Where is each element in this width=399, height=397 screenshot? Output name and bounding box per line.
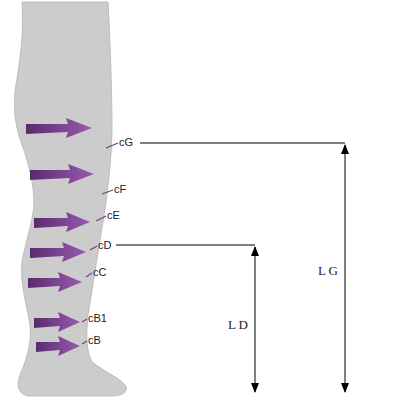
dimension-label: L D xyxy=(227,318,249,331)
dimension-lines xyxy=(116,143,345,392)
region-label: cB xyxy=(88,335,101,346)
leg-silhouette xyxy=(14,2,126,396)
region-label: cB1 xyxy=(88,313,107,324)
region-label: cF xyxy=(114,184,126,195)
region-label: cD xyxy=(98,240,111,251)
region-label: cC xyxy=(93,267,106,278)
region-label: cG xyxy=(119,137,133,148)
pressure-arrows xyxy=(26,118,94,356)
region-label: cE xyxy=(107,210,120,221)
leader-lines xyxy=(82,143,118,344)
dimension-label: L G xyxy=(317,264,339,277)
